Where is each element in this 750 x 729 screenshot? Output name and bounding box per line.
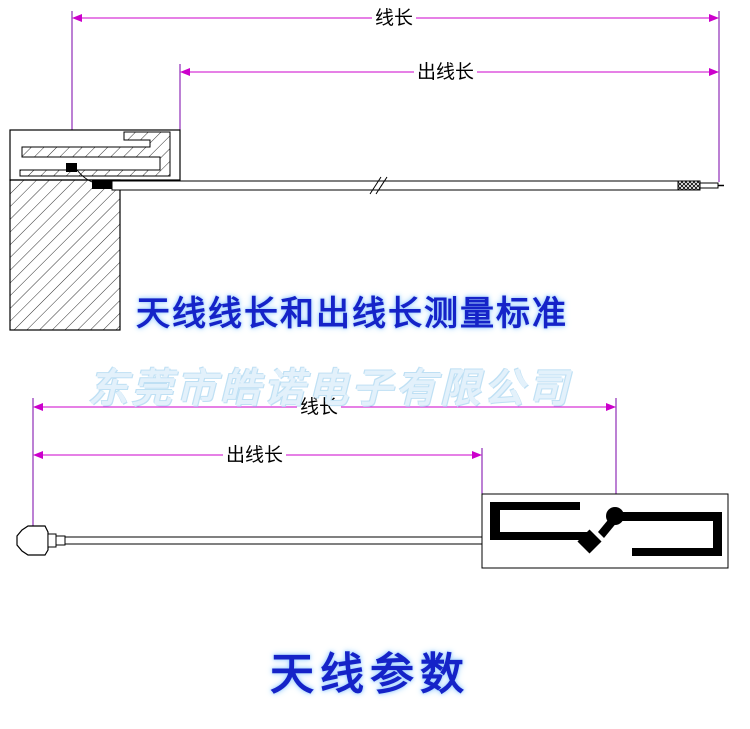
- company-watermark: 东莞市皓诺电子有限公司: [88, 365, 572, 412]
- top-outlet-length-label: 出线长: [414, 61, 478, 83]
- bottom-wire-length-label: 线长: [297, 396, 342, 418]
- antenna-parameters-heading: 天线参数: [270, 649, 470, 700]
- bottom-outlet-length-label: 出线长: [223, 444, 287, 466]
- top-wire-length-label: 线长: [372, 7, 417, 29]
- measurement-standard-heading: 天线线长和出线长测量标准: [136, 294, 568, 334]
- bottom-antenna-pcb: [481, 493, 729, 569]
- bottom-connector: [16, 525, 66, 556]
- top-cable: [111, 176, 724, 195]
- top-antenna-body: [9, 129, 181, 331]
